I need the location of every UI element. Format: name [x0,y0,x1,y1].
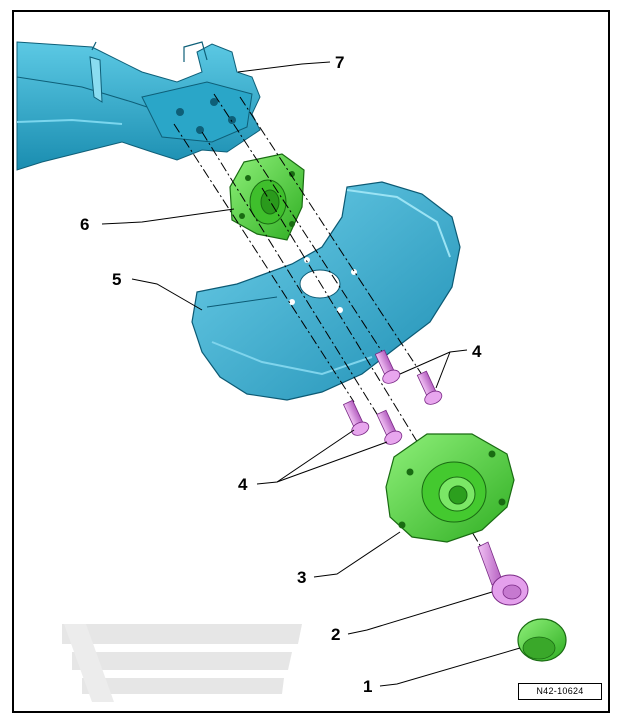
bolt-upper-left [374,349,401,384]
leader-6 [101,208,235,225]
bolt-lower-right [376,409,403,445]
axle-stub [229,153,305,241]
leader-5 [131,278,203,311]
splash-plate [191,181,461,401]
diagram-frame: 7 6 5 4 4 3 2 1 [12,10,610,713]
leader-1 [379,647,521,687]
bolt-lower-left [342,399,370,436]
callout-labels: 7 6 5 4 4 3 2 1 [80,53,482,696]
bolts [342,349,443,445]
hub-bolt [477,541,529,606]
leader-7 [237,61,331,73]
bolt-upper-right [416,370,443,405]
hub-cap [517,618,567,662]
leader-3 [313,531,401,578]
exploded-assembly-diagram: 7 6 5 4 4 3 2 1 [16,41,567,702]
callout-3: 3 [297,568,306,587]
callout-1: 1 [363,677,372,696]
leader-4-top-a [399,349,468,375]
callout-5: 5 [112,270,121,289]
reference-code-label: N42-10624 [518,683,602,700]
leader-4-bottom-a [256,429,355,485]
watermark-logo [62,624,302,702]
leader-4-bottom-b [276,441,388,483]
callout-2: 2 [331,625,340,644]
callout-4-bottom: 4 [238,475,248,494]
callout-6: 6 [80,215,89,234]
wheel-hub [385,433,515,543]
leader-lines [101,61,521,687]
leader-4-top-b [435,351,451,389]
axle-beam [16,41,261,171]
callout-4-top: 4 [472,342,482,361]
callout-7: 7 [335,53,344,72]
leader-2 [347,591,493,635]
